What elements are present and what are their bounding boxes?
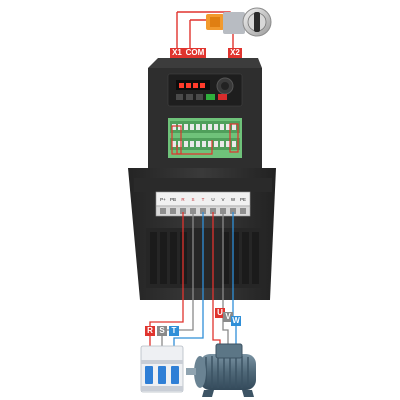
terminal-p-plus: P+ [160,197,166,202]
label-u: U [215,308,225,318]
circuit-breaker-icon [140,345,184,393]
label-v: V [223,312,233,322]
terminal-w: W [231,197,236,202]
terminal-v: V [221,197,224,202]
inverter-drive: P+ PB R S T U V W PE [128,58,276,300]
stop-button [218,94,227,100]
label-r: R [145,326,155,336]
terminal-pb: PB [170,197,176,202]
electric-motor-icon [186,343,256,397]
terminal-pe: PE [240,197,246,202]
motor-junction-box [215,343,243,359]
terminal-cover-lip [134,178,272,192]
label-x1: X1 [170,48,184,58]
terminal-t: T [202,197,205,202]
terminal-r: R [181,197,185,202]
wire-v [222,212,229,352]
wire-r [149,212,184,352]
terminal-s: S [191,197,194,202]
label-t: T [169,326,179,336]
run-button [206,94,215,100]
vent-grille [146,228,264,288]
label-w: W [231,316,241,326]
label-x2: X2 [228,48,242,58]
wire-t [173,212,204,352]
label-com: COM [184,48,206,58]
selector-switch-icon [206,7,272,37]
label-s: S [157,326,167,336]
terminal-u: U [211,197,214,202]
